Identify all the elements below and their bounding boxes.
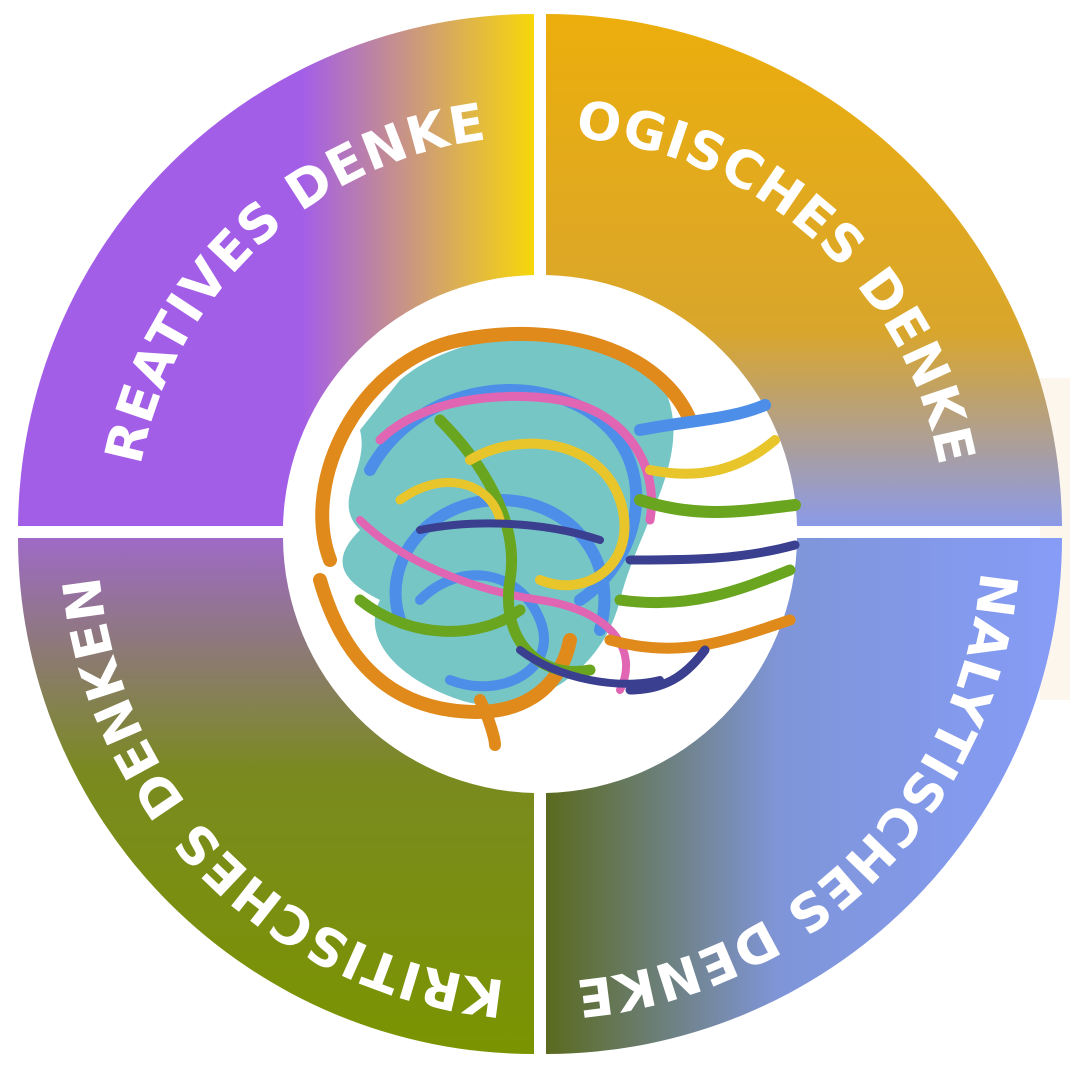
quadrant-kritisches xyxy=(18,538,534,1054)
quadrant-logisches xyxy=(546,14,1062,526)
tangled-head-illustration xyxy=(313,327,801,751)
quadrant-kreatives xyxy=(18,13,534,526)
quadrant-analytisches xyxy=(546,538,1062,1054)
